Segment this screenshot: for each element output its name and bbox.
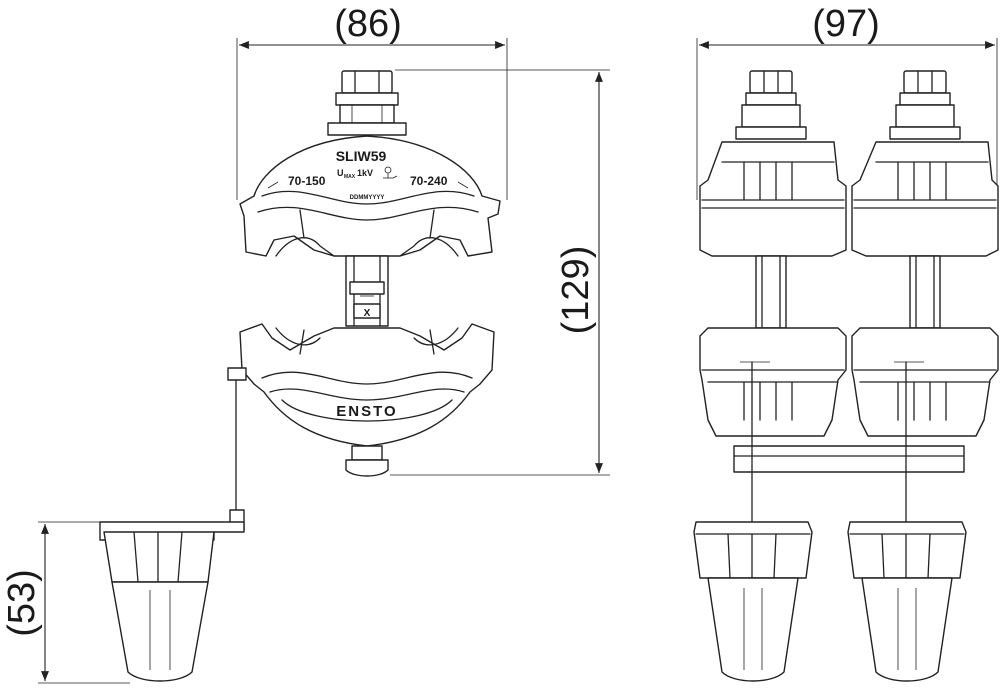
model-label: SLIW59 xyxy=(336,148,387,164)
center-stem xyxy=(345,255,389,327)
voltage-label: U xyxy=(337,168,344,178)
end-cap-right-1 xyxy=(693,521,813,682)
tether-cord xyxy=(227,367,247,531)
upper-jaw xyxy=(239,135,501,257)
end-cap-left xyxy=(99,521,245,682)
connector-side-view xyxy=(693,70,999,682)
side-connector-1 xyxy=(699,70,847,437)
bottom-nozzle xyxy=(345,445,389,477)
lower-jaw xyxy=(239,323,495,447)
width-left-label: (86) xyxy=(334,3,402,45)
brand-label: ENSTO xyxy=(336,403,397,420)
range-left-label: 70-150 xyxy=(288,174,326,188)
voltage-sub-label: MAX xyxy=(344,174,356,180)
width-right-label: (97) xyxy=(812,3,880,45)
connector-front-view: SLIW59 U MAX 1kV 70-150 70-240 DDMMYYYY … xyxy=(99,70,501,682)
dimension-width-left: (86) xyxy=(236,3,508,200)
dimension-height: (129) xyxy=(390,69,610,476)
date-code-label: DDMMYYYY xyxy=(350,195,385,201)
base-plate xyxy=(733,445,965,473)
side-connector-2 xyxy=(851,70,999,437)
voltage-value-label: 1kV xyxy=(357,168,373,178)
bolt-head xyxy=(327,70,407,136)
dimension-cap-height: (53) xyxy=(1,521,130,684)
end-cap-right-2 xyxy=(847,521,967,682)
cap-height-label: (53) xyxy=(1,569,43,637)
range-right-label: 70-240 xyxy=(410,174,448,188)
ground-symbol-icon xyxy=(383,166,398,179)
dimension-width-right: (97) xyxy=(696,3,998,200)
marker-label: X xyxy=(364,308,371,319)
height-label: (129) xyxy=(555,246,597,335)
